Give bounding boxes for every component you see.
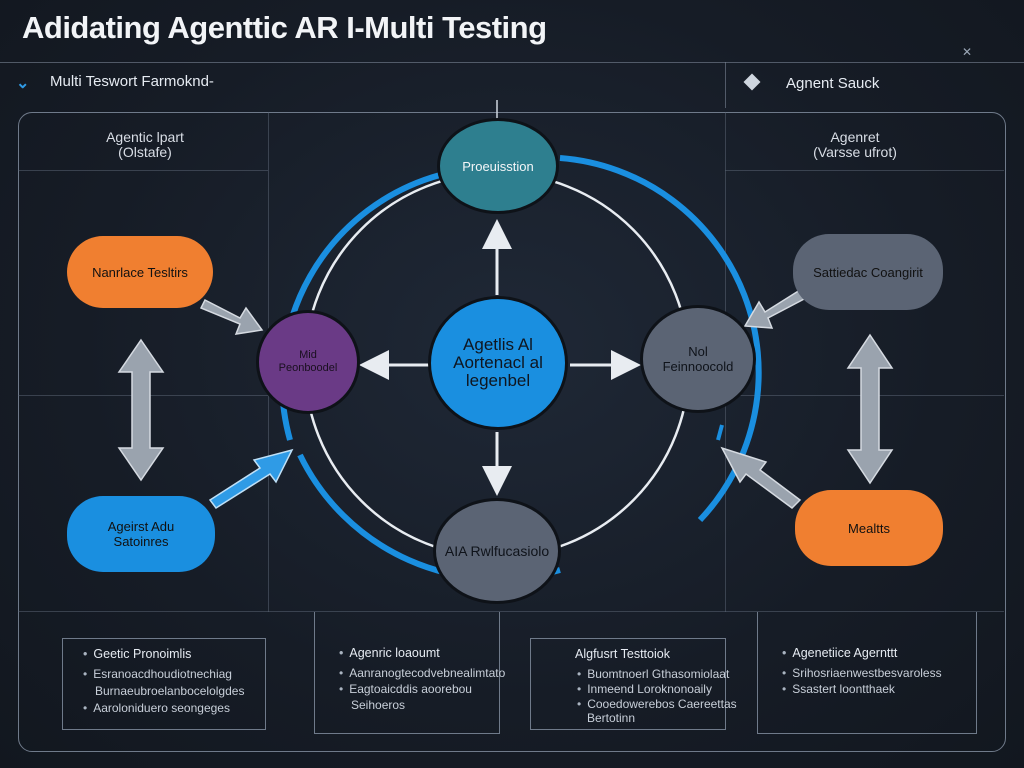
node-center[interactable]: Agetlis Al Aortenacl al legenbel	[428, 296, 568, 430]
info-box: Algfusrt Testtoiok •Buomtnoerl Gthasomio…	[530, 638, 737, 730]
page-title: Adidating Agenttic AR I-Multi Testing	[22, 10, 547, 45]
header-divider	[725, 62, 726, 108]
list-item: Srihosriaenwestbesvaroless	[792, 666, 942, 680]
zone-label-right: Agenret (Varsse ufrot)	[813, 129, 897, 160]
diagram-panel	[18, 112, 1006, 752]
list-item: Cooedowerebos Caereettas	[587, 697, 737, 711]
arrow-orange-to-right	[720, 446, 802, 509]
info-box: •Geetic Pronoimlis •Esranoacdhoudiotnech…	[62, 638, 266, 730]
list-item: Esranoacdhoudiotnechiag	[93, 667, 232, 681]
list-item: Inmeend Loroknonoaily	[587, 682, 712, 696]
chevron-down-icon[interactable]: ⌄	[16, 75, 30, 92]
node-left[interactable]: Mid Peonboodel	[256, 310, 360, 414]
info-box-title: Agenetiice Agernttt	[792, 646, 898, 660]
info-box: •Agenric loaoumt •Aanranogtecodvebnealim…	[314, 612, 505, 734]
list-item: Bertotinn	[587, 711, 636, 725]
grid-line	[18, 170, 268, 171]
header-right-label: Agnent Sauck	[786, 75, 880, 92]
node-top[interactable]: Proeuisstion	[437, 118, 559, 214]
double-arrow-right	[846, 333, 894, 485]
node-bottom[interactable]: AIA Rwlfucasiolo	[433, 498, 561, 604]
list-item: Ssastert loontthaek	[792, 682, 895, 696]
grid-line	[18, 611, 1004, 612]
outer-node-bottom-right[interactable]: Mealtts	[795, 490, 943, 566]
double-arrow-left	[117, 338, 165, 482]
list-item: Eagtoaicddis aoorebou	[349, 682, 472, 696]
list-item: Burnaeubroelanbocelolgdes	[95, 684, 245, 698]
info-box: •Agenetiice Agernttt •Srihosriaenwestbes…	[757, 612, 977, 734]
info-box-title: Geetic Pronoimlis	[93, 647, 192, 661]
node-right[interactable]: Nol Feinnoocold	[640, 305, 756, 413]
outer-node-top-right[interactable]: Sattiedac Coangirit	[793, 234, 943, 310]
header-left-label: Multi Teswort Farmoknd-	[50, 73, 214, 90]
info-box-title: Agenric loaoumt	[349, 646, 440, 660]
outer-node-top-left[interactable]: Nanrlace Tesltirs	[67, 236, 213, 308]
outer-node-bottom-left[interactable]: Ageirst Adu Satoinres	[67, 496, 215, 572]
arrow-orange-to-mid	[199, 298, 264, 335]
list-item: Aaroloniduero seongeges	[93, 701, 230, 715]
list-item: Buomtnoerl Gthasomiolaat	[587, 667, 730, 681]
arrow-grey-to-right	[743, 288, 808, 329]
list-item: Seihoeros	[351, 698, 406, 712]
title-divider	[0, 62, 1024, 63]
close-icon[interactable]: ✕	[961, 45, 972, 59]
zone-label-left: Agentic lpart (Olstafe)	[106, 129, 184, 160]
list-item: Aanranogtecodvebnealimtato	[349, 666, 506, 680]
info-box-title: Algfusrt Testtoiok	[575, 647, 670, 661]
arrow-blue-to-mid	[208, 448, 294, 510]
grid-line	[725, 170, 1004, 171]
